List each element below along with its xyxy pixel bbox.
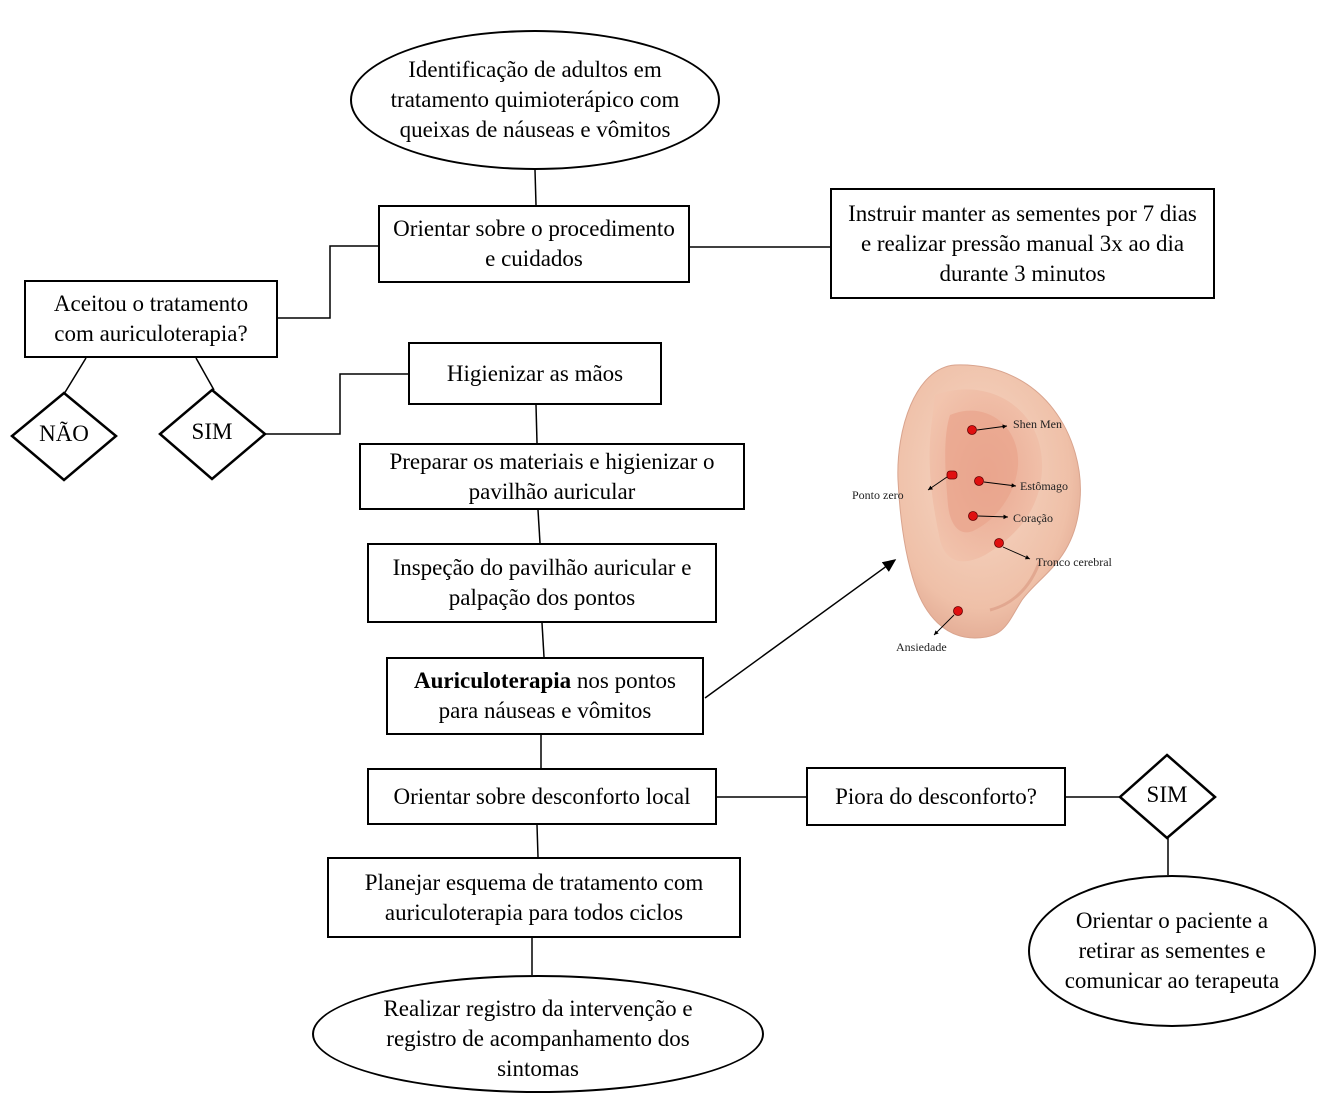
yes-label: SIM: [191, 419, 233, 444]
discomfort-text: Orientar sobre desconforto local: [393, 783, 691, 809]
worse-question-text: Piora do desconforto?: [835, 783, 1037, 809]
point-ansiedade: [953, 606, 963, 616]
ear-illustration: [897, 364, 1081, 639]
accepted-question-box: Aceitou o tratamento com auriculoterapia…: [24, 280, 278, 358]
accepted-question-text: Aceitou o tratamento com auriculoterapia…: [53, 291, 249, 346]
point-estomago: [974, 476, 984, 486]
wash-hands-text: Higienizar as mãos: [446, 360, 624, 386]
connector-orient-accepted: [278, 245, 378, 319]
ear-label-ponto-zero: Ponto zero: [852, 488, 904, 502]
connector-accepted-yes: [195, 357, 215, 391]
plan-text: Planejar esquema de tratamento com auric…: [364, 869, 704, 925]
diamond-yes: [158, 388, 267, 481]
ear-label-shen-men: Shen Men: [1013, 417, 1062, 431]
worse-yes-label: SIM: [1146, 782, 1188, 807]
instruct-box: Instruir manter as sementes por 7 dias e…: [830, 188, 1215, 299]
register-text: Realizar registro da intervenção e regis…: [383, 996, 693, 1081]
prepare-text: Preparar os materiais e higienizar o pav…: [389, 448, 715, 504]
inspect-box: Inspeção do pavilhão auricular e palpaçã…: [367, 543, 717, 623]
start-oval: Identificação de adultos em tratamento q…: [350, 30, 720, 170]
instruct-text: Instruir manter as sementes por 7 dias e…: [848, 200, 1197, 286]
point-shen-men: [967, 425, 977, 435]
remove-seeds-text: Orientar o paciente a retirar as semente…: [1064, 908, 1280, 993]
connector-yes-wash: [265, 373, 408, 435]
point-ponto-zero: [946, 470, 958, 480]
no-label: NÃO: [39, 421, 89, 446]
point-tronco: [994, 538, 1004, 548]
plan-box: Planejar esquema de tratamento com auric…: [327, 857, 741, 938]
connector-wash-prepare: [535, 404, 538, 444]
worse-question-box: Piora do desconforto?: [806, 767, 1066, 826]
inspect-text: Inspeção do pavilhão auricular e palpaçã…: [392, 555, 692, 610]
auriculotherapy-rest: nos pontos para náuseas e vômitos: [438, 668, 676, 723]
register-oval: Realizar registro da intervenção e regis…: [312, 975, 764, 1093]
discomfort-box: Orientar sobre desconforto local: [367, 768, 717, 825]
connector-auriculo-ear-arrow: [704, 559, 897, 699]
auriculotherapy-bold: Auriculoterapia: [414, 668, 572, 693]
wash-hands-box: Higienizar as mãos: [408, 342, 662, 405]
ear-label-coracao: Coração: [1013, 511, 1053, 525]
ear-label-ansiedade: Ansiedade: [896, 640, 947, 654]
connector-start-orient: [534, 169, 537, 206]
connector-inspect-auriculo: [541, 622, 545, 658]
diamond-no: [10, 391, 118, 482]
diamond-worse-yes: [1118, 753, 1217, 840]
prepare-box: Preparar os materiais e higienizar o pav…: [359, 443, 745, 510]
ear-points: [946, 425, 1004, 616]
ear-label-tronco: Tronco cerebral: [1036, 555, 1112, 569]
orient-procedure-box: Orientar sobre o procedimento e cuidados: [378, 205, 690, 283]
remove-seeds-oval: Orientar o paciente a retirar as semente…: [1028, 875, 1316, 1027]
start-text: Identificação de adultos em tratamento q…: [390, 57, 680, 142]
auriculotherapy-box: Auriculoterapia nos pontos para náuseas …: [386, 657, 704, 735]
auriculotherapy-text: Auriculoterapia nos pontos para náuseas …: [394, 666, 696, 726]
connector-prepare-inspect: [537, 509, 541, 544]
ear-label-estomago: Estômago: [1020, 479, 1068, 493]
orient-procedure-text: Orientar sobre o procedimento e cuidados: [393, 216, 675, 271]
point-coracao: [968, 511, 978, 521]
connector-accepted-no: [63, 357, 87, 395]
connector-discomfort-plan: [536, 824, 539, 858]
